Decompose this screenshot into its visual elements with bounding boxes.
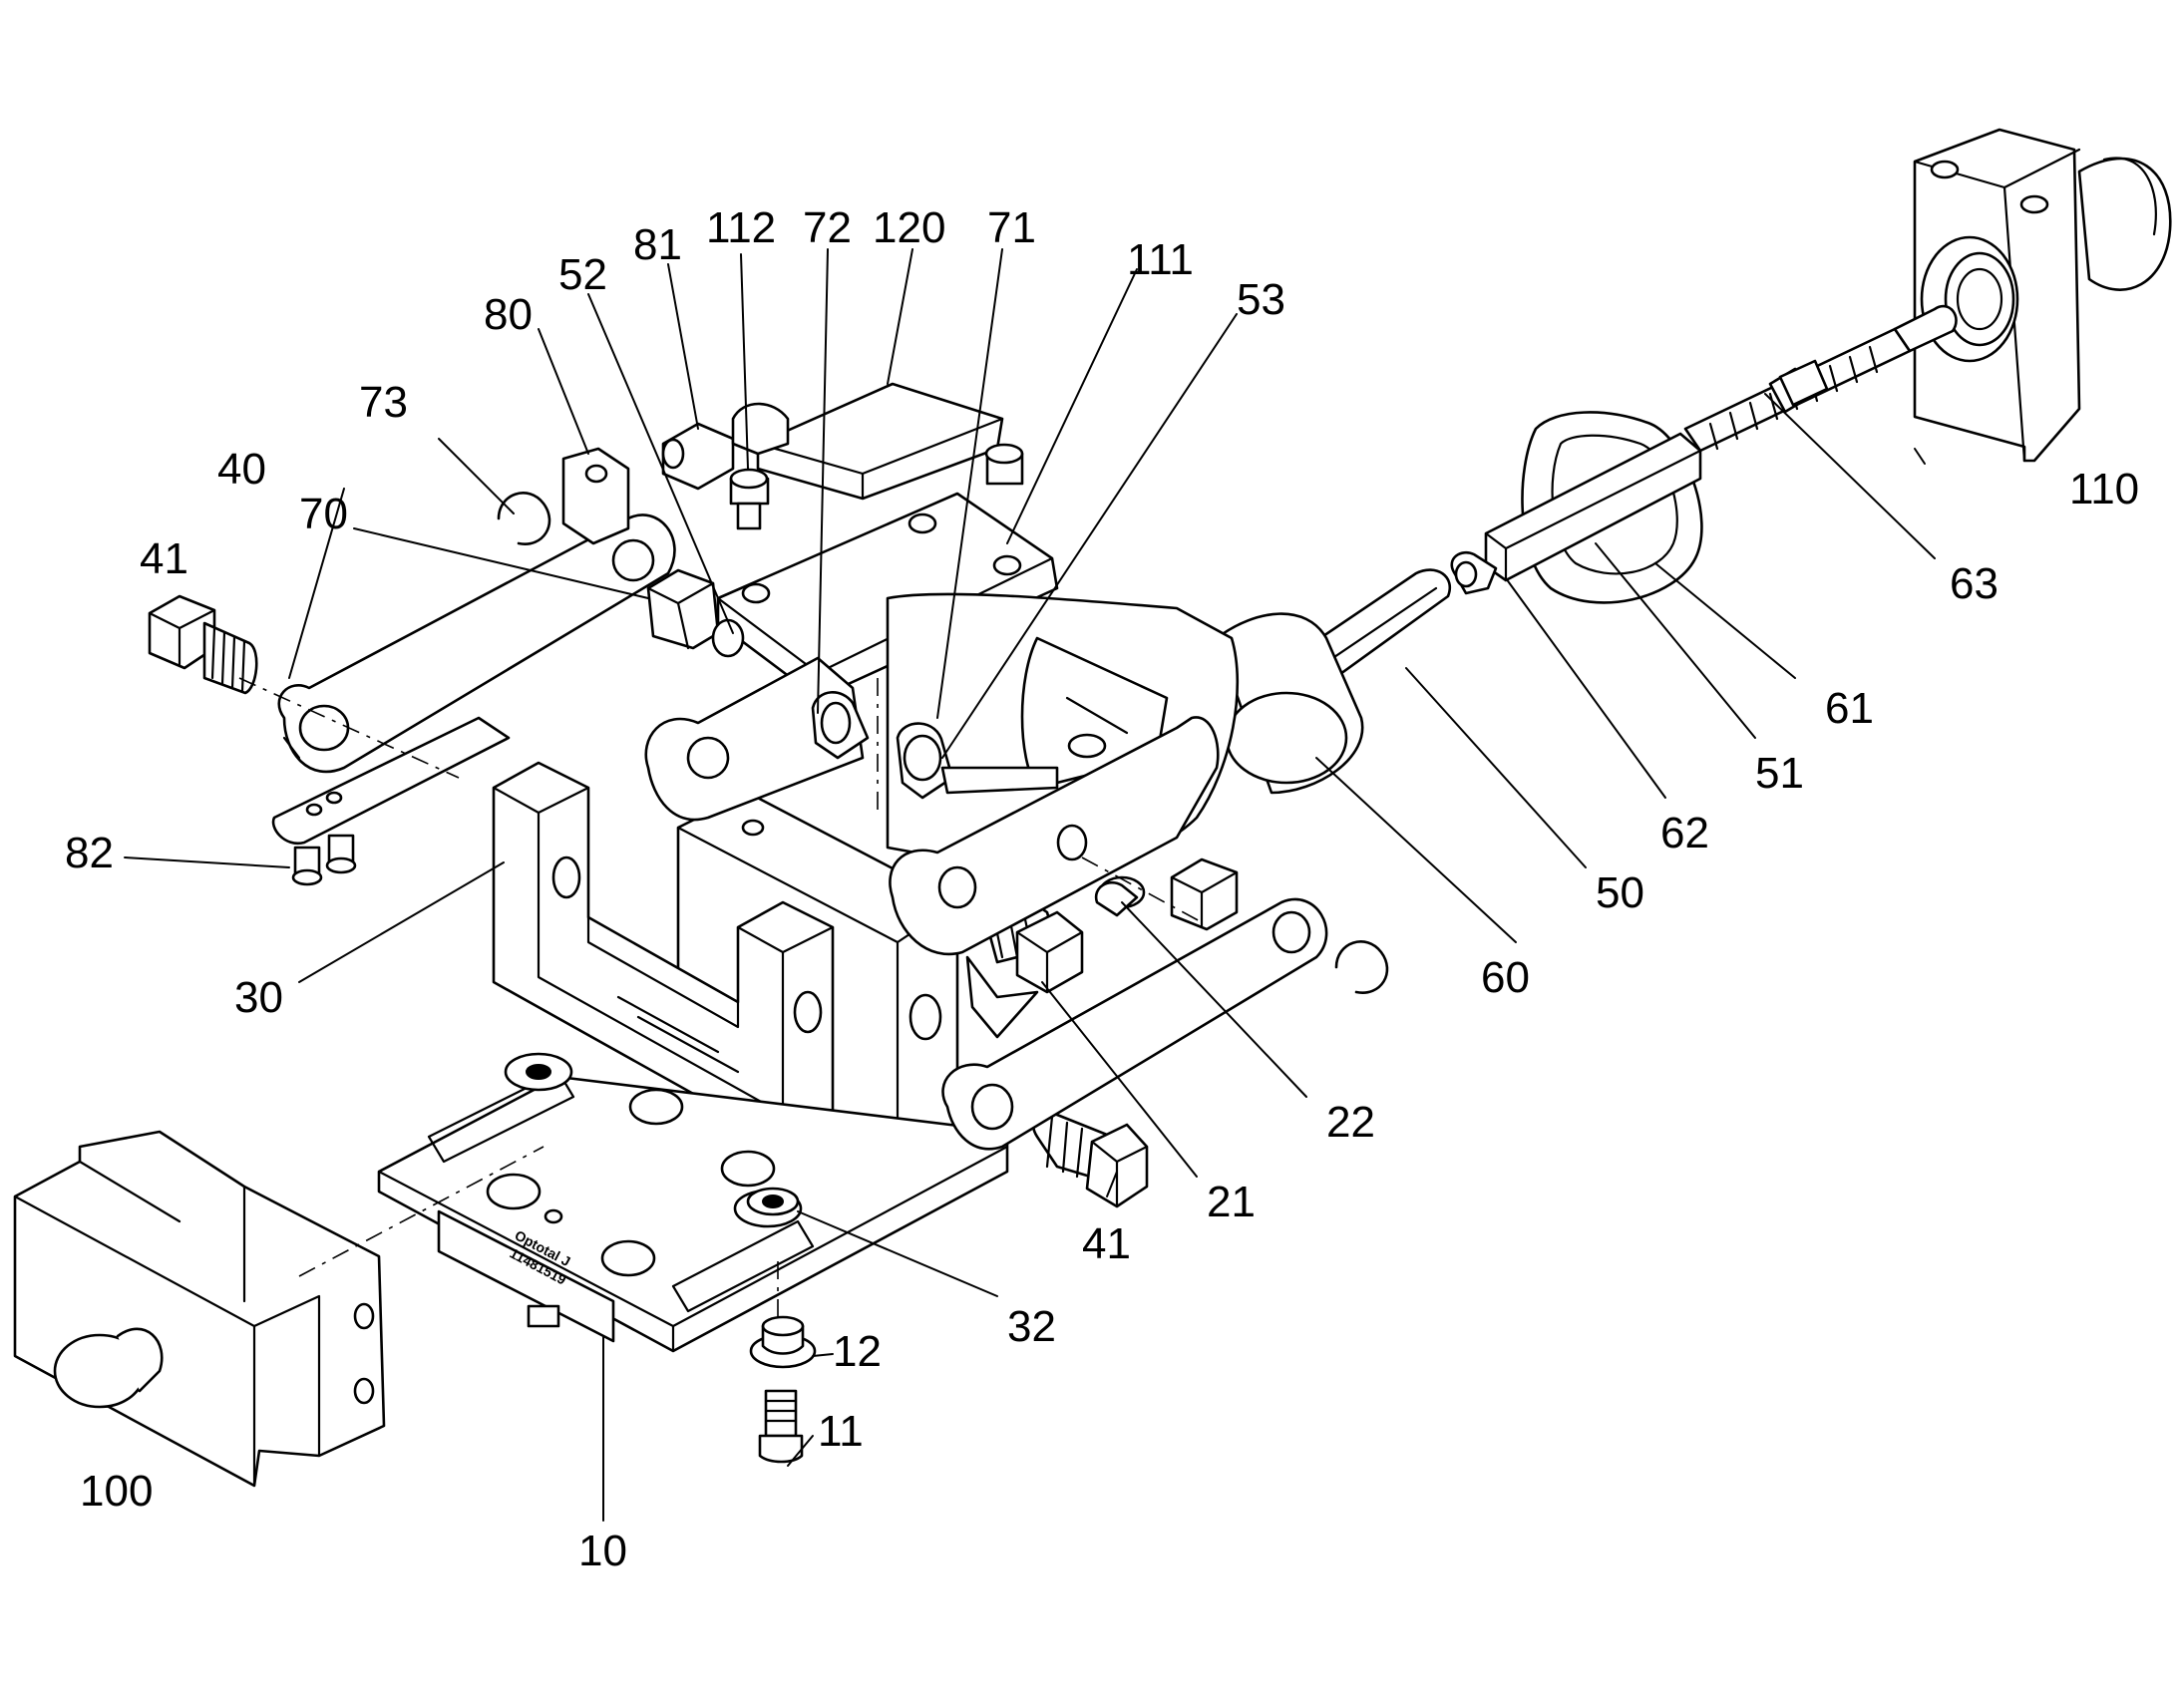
label-120: 120 — [873, 203, 945, 252]
part-81-fitting — [661, 402, 790, 491]
label-70: 70 — [299, 490, 348, 538]
part-120-cover — [756, 382, 1004, 501]
part-63-threaded-rod — [1683, 304, 1958, 453]
part-22-pin — [1094, 875, 1146, 917]
circlip-right — [1334, 940, 1389, 994]
part-51-square-tube — [1484, 432, 1702, 582]
part-110-bracket — [1913, 128, 2172, 463]
part-41-bolt-left — [148, 594, 258, 695]
part-labels: 10 11 12 21 22 30 32 40 41 41 50 51 52 5… — [65, 203, 2139, 1575]
front-link-upper — [889, 716, 1220, 956]
label-52: 52 — [558, 250, 607, 299]
part-62-connector-link — [1450, 551, 1498, 595]
label-40: 40 — [217, 445, 266, 494]
part-10-base-plate: Optotal J 11481519 — [377, 1070, 1009, 1353]
label-63: 63 — [1950, 559, 1998, 608]
nut-front — [1170, 857, 1239, 931]
label-100: 100 — [80, 1467, 153, 1516]
label-61: 61 — [1825, 684, 1874, 733]
label-22: 22 — [1326, 1098, 1375, 1147]
part-53-bearing — [896, 722, 1059, 800]
part-100-block — [13, 1130, 386, 1488]
axis-lines — [238, 677, 1203, 1321]
part-82-screws — [291, 834, 357, 886]
label-12: 12 — [833, 1327, 882, 1376]
part-52-washer — [711, 618, 745, 658]
label-10: 10 — [578, 1527, 627, 1575]
label-112: 112 — [706, 203, 776, 252]
label-82: 82 — [65, 829, 114, 877]
label-53: 53 — [1237, 275, 1285, 324]
label-11: 11 — [818, 1407, 864, 1456]
label-73: 73 — [359, 378, 408, 427]
part-71-bushing — [811, 691, 870, 760]
label-41-right: 41 — [1082, 1219, 1131, 1268]
leader-lines — [124, 248, 1936, 1522]
label-80: 80 — [484, 290, 533, 339]
part-32-washers — [504, 1052, 803, 1228]
part-60-cylinder — [1215, 612, 1364, 795]
part-73-circlip — [497, 492, 551, 545]
label-62: 62 — [1660, 809, 1709, 857]
screw-top-right — [984, 443, 1024, 486]
label-71: 71 — [987, 203, 1036, 252]
label-51: 51 — [1755, 749, 1804, 798]
part-70-nut — [646, 568, 720, 650]
label-50: 50 — [1596, 868, 1644, 917]
label-21: 21 — [1207, 1178, 1256, 1226]
part-11-screw — [758, 1389, 804, 1464]
part-12-washer — [749, 1315, 817, 1369]
label-72: 72 — [803, 203, 852, 252]
label-32: 32 — [1007, 1302, 1056, 1351]
part-80-bracket — [561, 447, 630, 545]
part-40-arm — [271, 513, 676, 846]
label-81: 81 — [633, 220, 682, 269]
label-111: 111 — [1127, 235, 1194, 284]
part-41-bolt-right — [1031, 1111, 1149, 1208]
label-60: 60 — [1481, 953, 1530, 1002]
label-30: 30 — [234, 973, 283, 1022]
front-link-lower — [941, 897, 1328, 1151]
label-41-left: 41 — [140, 534, 188, 583]
part-112-screw — [729, 468, 770, 530]
label-110: 110 — [2069, 465, 2139, 513]
back-link-middle — [644, 656, 865, 822]
